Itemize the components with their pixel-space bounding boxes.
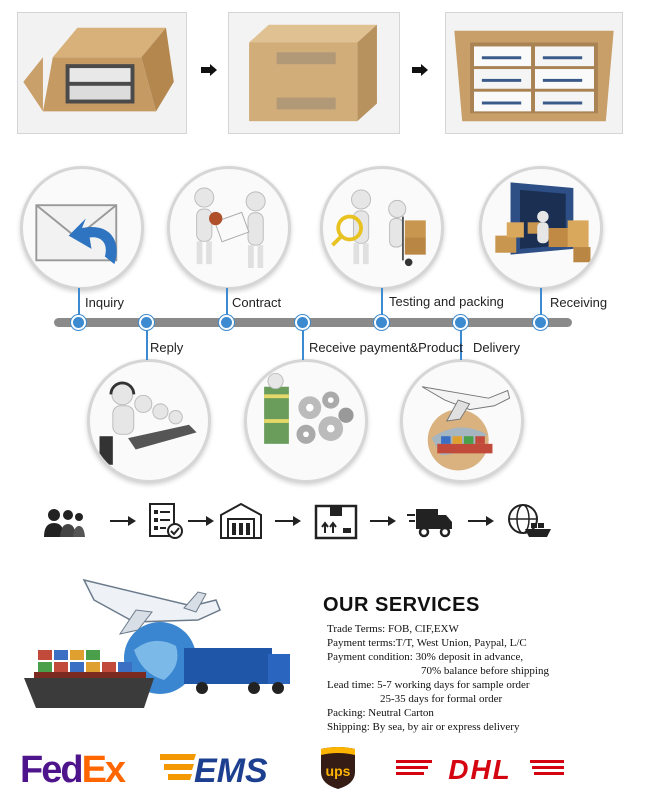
- arrow-right-icon: [275, 516, 301, 526]
- step-label-receiving: Receiving: [550, 295, 608, 310]
- arrow-right-icon: [468, 516, 494, 526]
- ups-text: ups: [326, 763, 351, 779]
- dhl-text: DHL: [448, 754, 512, 785]
- connector-testing: [381, 288, 383, 322]
- service-shipping: Shipping: By sea, by air or express deli…: [327, 721, 520, 733]
- timeline-dot-delivery: [453, 315, 468, 330]
- connector-receiving: [540, 288, 542, 322]
- warehouse-icon: [218, 501, 264, 541]
- photo-open-box-products: [17, 12, 187, 134]
- circle-inquiry-envelope: [20, 166, 144, 290]
- ems-text: EMS: [194, 752, 268, 790]
- arrow-right-icon: [201, 64, 217, 76]
- circle-contract-handshake: [167, 166, 291, 290]
- ups-logo: ups: [318, 746, 358, 790]
- service-payment-balance: 70% balance before shipping: [421, 665, 549, 677]
- step-label-receive-payment: Receive payment&Product: [309, 340, 463, 355]
- arrow-right-icon: [370, 516, 396, 526]
- services-title: OUR SERVICES: [323, 594, 480, 616]
- fedex-ex-text: Ex: [82, 749, 126, 790]
- arrow-right-icon: [110, 516, 136, 526]
- delivery-truck-icon: [407, 501, 453, 541]
- connector-contract: [226, 288, 228, 322]
- service-lead-time-formal: 25-35 days for formal order: [380, 693, 503, 705]
- timeline-dot-reply: [139, 315, 154, 330]
- circle-delivery-plane-ship: [400, 359, 524, 483]
- transport-illustration: [24, 570, 292, 720]
- circle-testing-packing: [320, 166, 444, 290]
- global-shipping-icon: [505, 501, 551, 541]
- step-label-contract: Contract: [232, 295, 282, 310]
- service-packing: Packing: Neutral Carton: [327, 707, 434, 719]
- connector-payment: [302, 322, 304, 360]
- svg-text:FedEx: FedEx: [20, 749, 126, 790]
- customer-service-icon: [40, 501, 86, 541]
- connector-delivery: [460, 322, 462, 360]
- timeline-dot-testing: [374, 315, 389, 330]
- dhl-logo: DHL: [396, 746, 564, 790]
- service-trade-terms: Trade Terms: FOB, CIF,EXW: [327, 623, 459, 635]
- service-lead-time: Lead time: 5-7 working days for sample o…: [327, 679, 530, 691]
- checklist-document-icon: [143, 501, 189, 541]
- timeline-dot-contract: [219, 315, 234, 330]
- arrow-right-icon: [412, 64, 428, 76]
- circle-reply-call-center: [87, 359, 211, 483]
- service-payment-terms: Payment terms:T/T, West Union, Paypal, L…: [327, 637, 527, 649]
- timeline-dot-payment: [295, 315, 310, 330]
- ems-logo: EMS: [160, 746, 290, 790]
- photo-sealed-carton: [228, 12, 400, 134]
- timeline-dot-inquiry: [71, 315, 86, 330]
- timeline-dot-receiving: [533, 315, 548, 330]
- step-label-reply: Reply: [150, 340, 184, 355]
- connector-reply: [146, 322, 148, 360]
- circle-payment-money-gears: [244, 359, 368, 483]
- fedex-logo: FedEx: [20, 746, 142, 790]
- fedex-fed-text: Fed: [20, 749, 82, 790]
- connector-inquiry: [78, 288, 80, 322]
- step-label-delivery: Delivery: [473, 340, 520, 355]
- package-box-icon: [313, 501, 359, 541]
- arrow-right-icon: [188, 516, 214, 526]
- service-payment-condition: Payment condition: 30% deposit in advanc…: [327, 651, 524, 663]
- timeline-bar: [54, 318, 572, 327]
- step-label-inquiry: Inquiry: [85, 295, 125, 310]
- step-label-testing-packing: Testing and packing: [389, 294, 504, 309]
- circle-receiving-container: [479, 166, 603, 290]
- photo-packed-boxes: [445, 12, 623, 134]
